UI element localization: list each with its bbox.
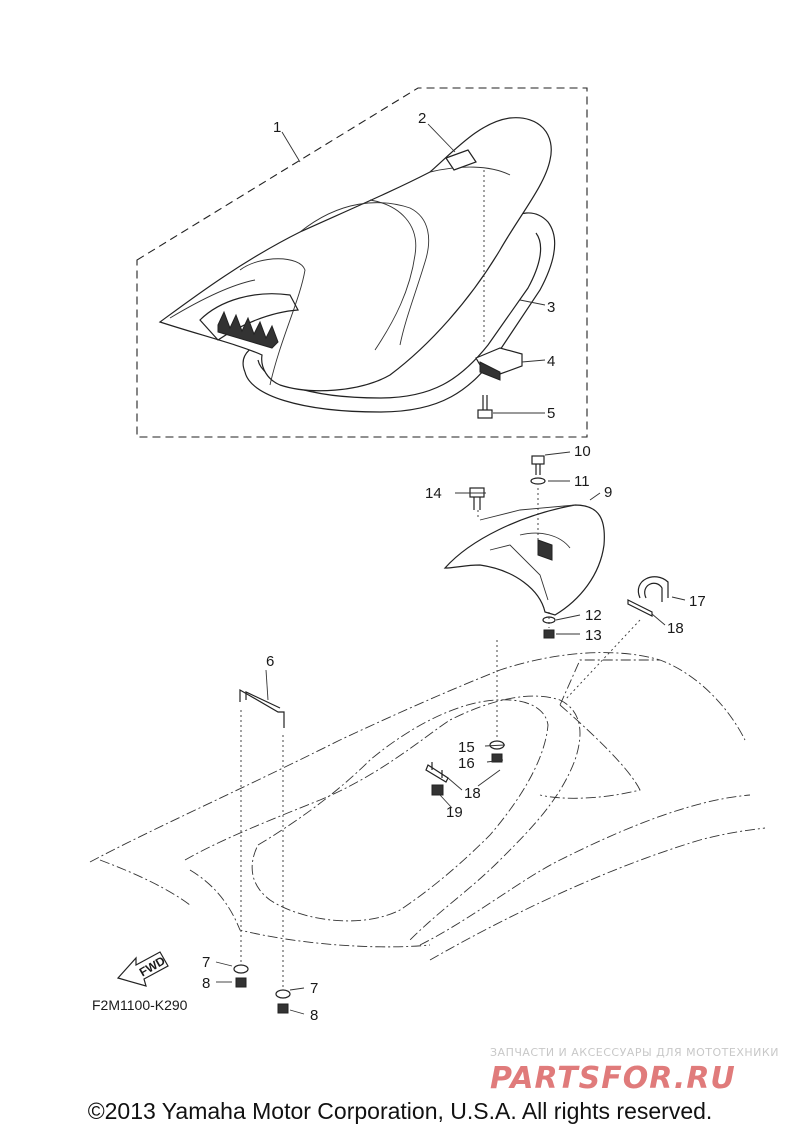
alignment-lines [240,488,641,990]
callout-15: 15 [458,739,475,756]
callout-18-lower: 18 [464,785,481,802]
nut-16 [491,753,503,763]
watermark: ЗАПЧАСТИ И АКСЕССУАРЫ ДЛЯ МОТОТЕХНИКИ PA… [490,1046,779,1096]
leader-lines-upper [281,123,546,414]
washer-11 [530,477,546,485]
callout-18-upper: 18 [667,620,684,637]
callout-numbers: 1 2 3 4 5 6 7 7 8 8 9 10 11 12 13 14 15 … [202,110,706,1024]
seat-rib-detail [217,310,279,349]
callout-12: 12 [585,607,602,624]
callout-7-left: 7 [202,954,210,971]
bolt-10 [531,455,545,475]
watermark-brand: PARTSFOR.RU [490,1061,736,1096]
copyright-notice: ©2013 Yamaha Motor Corporation, U.S.A. A… [87,1098,713,1124]
callout-13: 13 [585,627,602,644]
callout-7-right: 7 [310,980,318,997]
callout-1: 1 [273,119,281,136]
leader-lines-lower [439,744,506,809]
grab-handle-6 [239,669,285,728]
u-bolt-17 [627,576,669,617]
callout-4: 4 [547,353,555,370]
seat-cushion [158,117,552,392]
leader-lines-bottom [215,961,305,1015]
bolt-5 [477,395,493,419]
callout-16: 16 [458,755,475,772]
diagram-code: F2M1100-K290 [92,997,188,1013]
callout-8-right: 8 [310,1007,318,1024]
seat-lock-housing [443,504,605,616]
callout-19: 19 [446,804,463,821]
callout-11: 11 [574,473,590,490]
callout-3: 3 [547,299,555,316]
hull-outline [89,652,766,961]
callout-9: 9 [604,484,612,501]
plate-18-lower [425,762,449,783]
bolt-14 [469,487,485,510]
seat-assembly-box [136,87,588,438]
callout-17: 17 [689,593,706,610]
grommet-7-left [233,964,249,974]
grommet-7-right [275,989,291,999]
nut-8-left [235,977,247,988]
nut-13 [543,629,555,639]
watermark-tagline: ЗАПЧАСТИ И АКСЕССУАРЫ ДЛЯ МОТОТЕХНИКИ [490,1046,779,1059]
callout-8-left: 8 [202,975,210,992]
callout-5: 5 [547,405,555,422]
fwd-arrow-icon: FWD [116,951,169,987]
nut-8-right [277,1003,289,1014]
callout-14: 14 [425,485,442,502]
callout-10: 10 [574,443,591,460]
callout-2: 2 [418,110,426,127]
nut-19 [431,784,444,796]
callout-6: 6 [266,653,274,670]
leader-lines-middle [455,451,686,635]
seat-lock-bracket [475,170,523,381]
